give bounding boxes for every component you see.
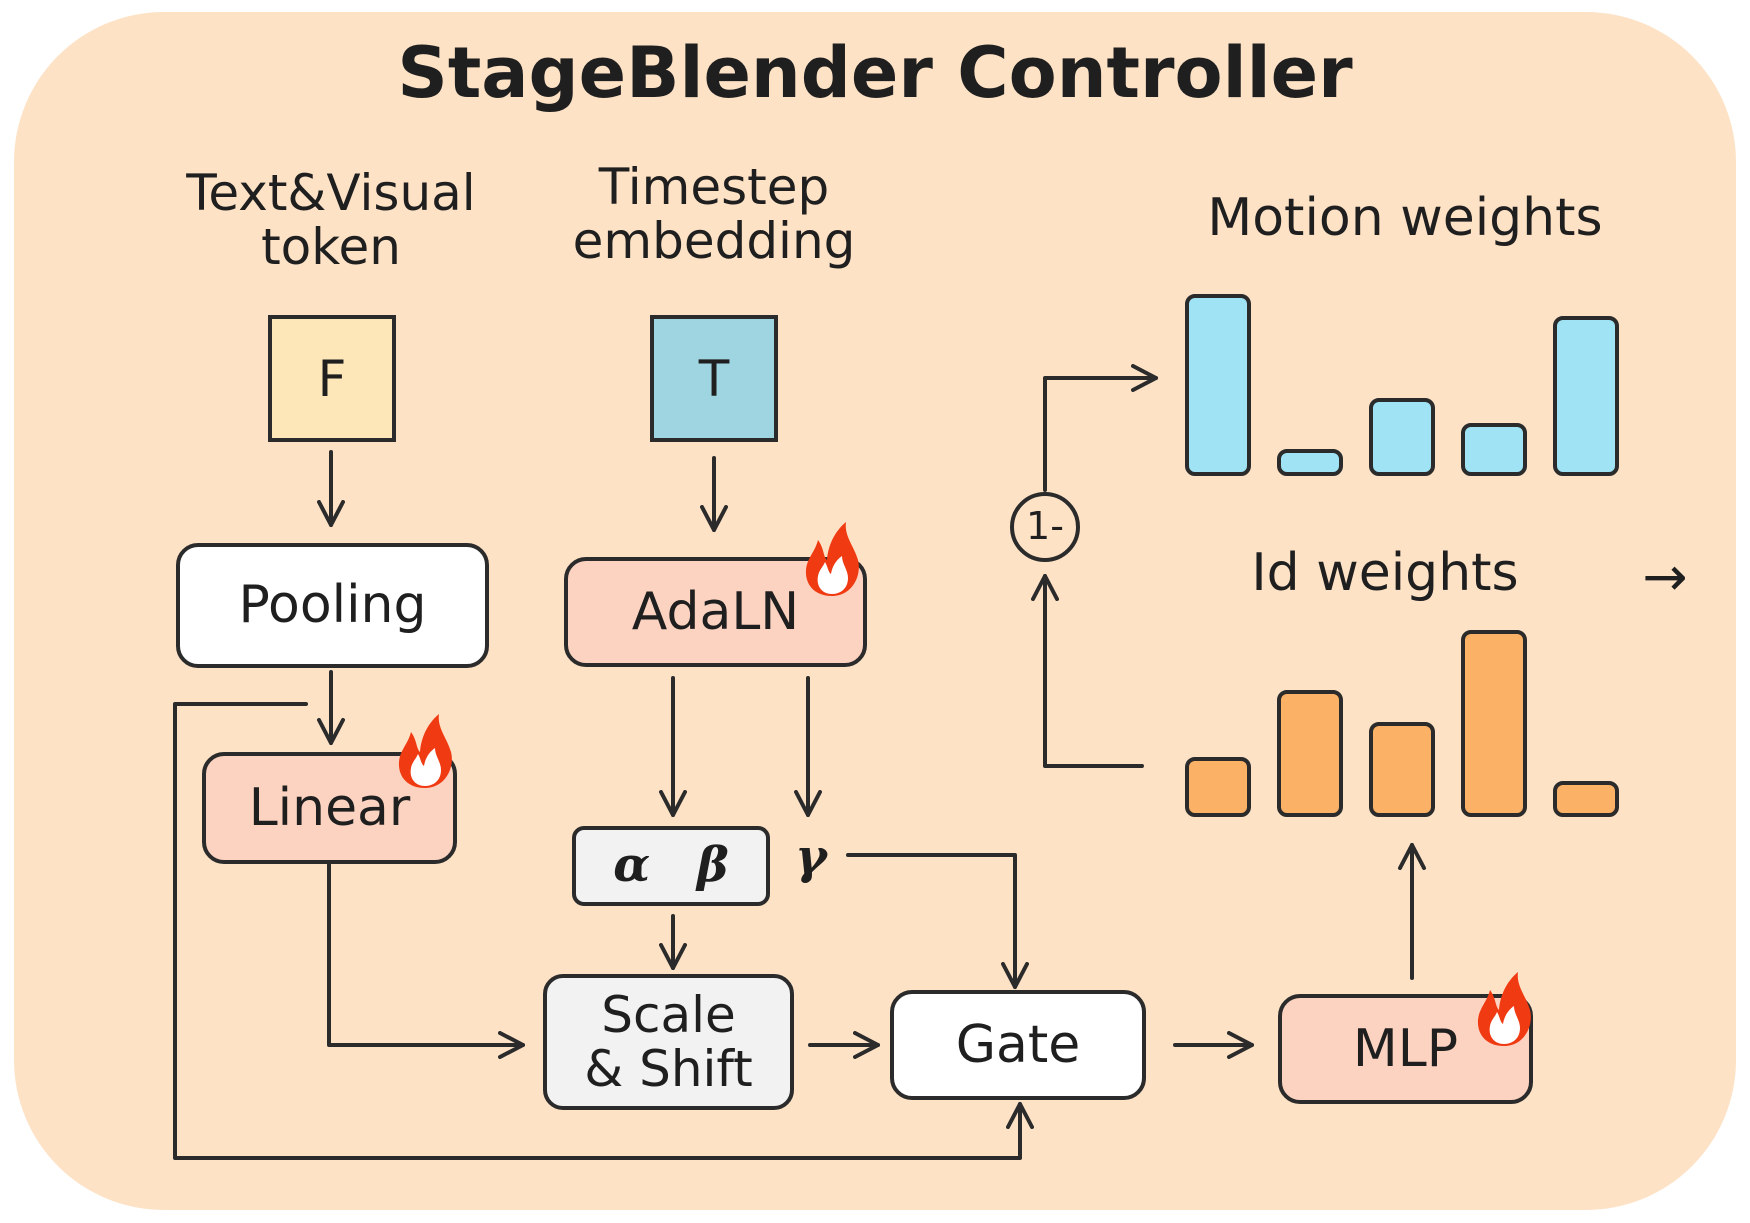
alpha-symbol: α bbox=[613, 837, 651, 894]
motion-weight-bar-2 bbox=[1277, 449, 1343, 476]
motion-weight-bar-5 bbox=[1553, 316, 1619, 476]
gamma-symbol: γ bbox=[795, 829, 827, 885]
motion-weight-bar-3 bbox=[1369, 398, 1435, 476]
motion-weight-bar-4 bbox=[1461, 423, 1527, 476]
id-weight-bar-3 bbox=[1369, 722, 1435, 817]
beta-symbol: β bbox=[696, 837, 729, 894]
id-weights-label: Id weights bbox=[1251, 543, 1519, 603]
flame-icon-linear bbox=[398, 714, 452, 788]
text-visual-token-label: Text&Visual token bbox=[151, 166, 511, 274]
gate-block: Gate bbox=[890, 990, 1146, 1100]
arrow-one-minus-to-motion-weights bbox=[1043, 364, 1158, 492]
scale-shift-line2: & Shift bbox=[584, 1040, 753, 1098]
id-weight-bar-1 bbox=[1185, 757, 1251, 817]
id-weight-bar-4 bbox=[1461, 630, 1527, 817]
text-visual-label-line1: Text&Visual bbox=[186, 164, 476, 222]
pooling-block: Pooling bbox=[176, 543, 489, 668]
right-arrow-glyph: → bbox=[1642, 545, 1688, 608]
one-minus-circle bbox=[1010, 492, 1080, 562]
timestep-embedding-label: Timestep embedding bbox=[554, 160, 874, 268]
arrow-gamma-to-gate bbox=[846, 853, 1029, 989]
arrow-id-weights-to-one-minus bbox=[1031, 574, 1144, 768]
motion-weight-bar-1 bbox=[1185, 294, 1251, 476]
flame-icon-mlp bbox=[1477, 972, 1531, 1046]
alpha-beta-box: α β bbox=[572, 826, 770, 906]
id-weight-bar-5 bbox=[1553, 781, 1619, 817]
timestep-label-line2: embedding bbox=[572, 212, 856, 270]
one-minus-label: 1- bbox=[1026, 504, 1064, 548]
timestep-label-line1: Timestep bbox=[598, 158, 830, 216]
scale-shift-line1: Scale bbox=[601, 986, 736, 1044]
text-visual-label-line2: token bbox=[261, 218, 401, 276]
motion-weights-label: Motion weights bbox=[1207, 188, 1603, 248]
t-embedding-box: T bbox=[650, 315, 778, 442]
adaln-block: AdaLN bbox=[564, 557, 867, 667]
scale-shift-block: Scale & Shift bbox=[543, 974, 794, 1110]
flame-icon-adaln bbox=[805, 522, 859, 596]
arrow-skip-to-gate bbox=[173, 702, 1034, 1160]
arrow-linear-to-scale-shift bbox=[327, 861, 525, 1059]
f-token-box: F bbox=[268, 315, 396, 442]
page-title: StageBlender Controller bbox=[397, 32, 1353, 114]
id-weight-bar-2 bbox=[1277, 690, 1343, 817]
